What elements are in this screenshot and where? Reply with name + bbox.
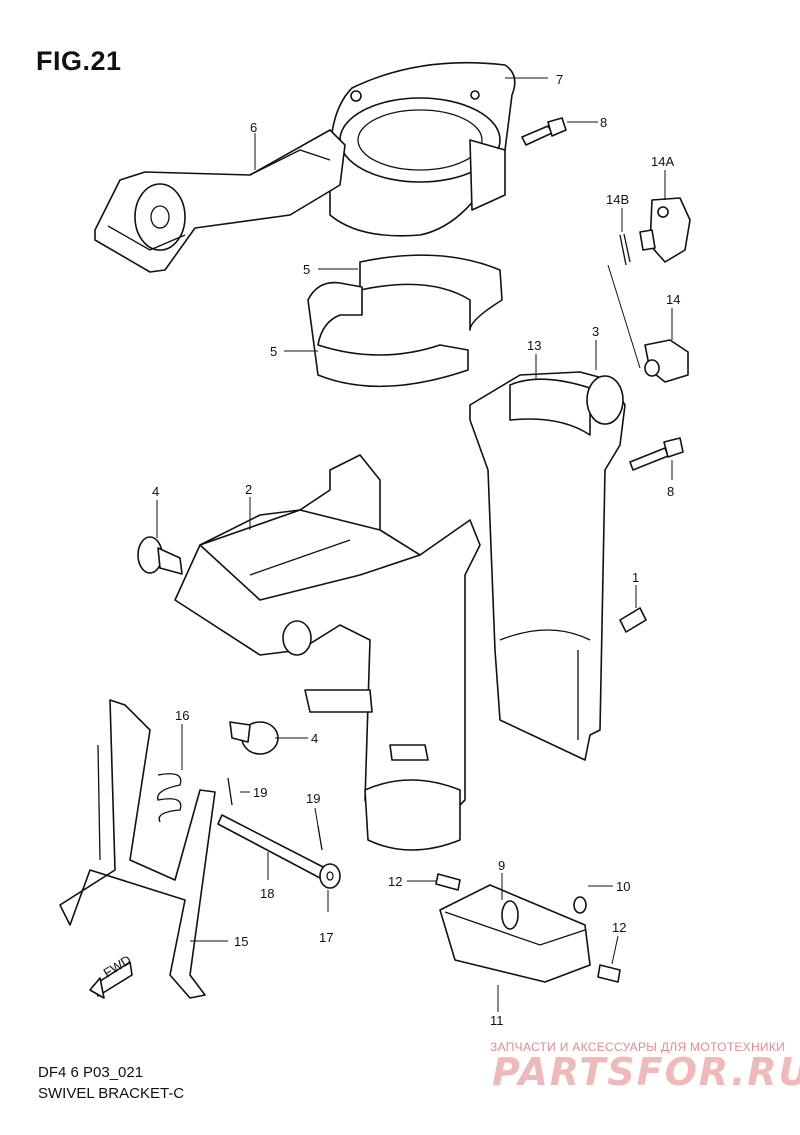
- part-8-bolt-lower: [629, 437, 684, 471]
- callout-1: 1: [632, 570, 639, 585]
- callouts: 7 8 6 5 5 14A 14B 14 3 13 8 4 2 1 4 16 1…: [152, 72, 680, 1028]
- part-18-shaft: [217, 814, 326, 879]
- part-12-bolt-a: [435, 873, 461, 891]
- callout-6: 6: [250, 120, 257, 135]
- part-8-bolt-upper: [521, 117, 567, 146]
- part-17-washer: [319, 863, 341, 889]
- callout-12-a: 12: [388, 874, 402, 889]
- callout-8-upper: 8: [600, 115, 607, 130]
- part-14b-pin: [619, 233, 631, 266]
- part-11-stopper: [439, 884, 591, 983]
- watermark-tagline: ЗАПЧАСТИ И АКСЕССУАРЫ ДЛЯ МОТОТЕХНИКИ: [490, 1040, 786, 1054]
- callout-17: 17: [319, 930, 333, 945]
- callout-11: 11: [490, 1013, 504, 1028]
- callout-13: 13: [527, 338, 541, 353]
- callout-10: 10: [616, 879, 630, 894]
- part-19-pin-b: [317, 825, 323, 851]
- part-16-spring: [157, 773, 182, 823]
- callout-8-lower: 8: [667, 484, 674, 499]
- callout-5-lower: 5: [270, 344, 277, 359]
- diagram-caption: SWIVEL BRACKET-C: [38, 1085, 185, 1102]
- callout-14a: 14A: [651, 154, 674, 169]
- callout-4-lower: 4: [311, 731, 318, 746]
- callout-5-upper: 5: [303, 262, 310, 277]
- watermark-logo: PARTSFOR.RU: [492, 1050, 800, 1094]
- diagram-code: DF4 6 P03_021: [38, 1064, 144, 1081]
- callout-12-b: 12: [612, 920, 626, 935]
- part-19-pin-a: [227, 777, 233, 806]
- fwd-arrow-icon: FWD: [89, 952, 134, 999]
- callout-3: 3: [592, 324, 599, 339]
- part-2-clamp-bracket: [174, 454, 481, 851]
- part-1-grease-nipple: [619, 607, 647, 633]
- leader-lines: [156, 77, 673, 1012]
- callout-15: 15: [234, 934, 248, 949]
- callout-14b: 14B: [606, 192, 629, 207]
- callout-18: 18: [260, 886, 274, 901]
- part-12-bolt-b: [597, 964, 621, 983]
- part-5-liner-lower: [307, 281, 469, 388]
- part-4-pivot-lower: [229, 721, 279, 755]
- part-5-liner-upper: [359, 254, 503, 331]
- part-14a-knob: [639, 197, 691, 263]
- callout-4-upper: 4: [152, 484, 159, 499]
- part-7-clamp-ring: [329, 61, 516, 237]
- callout-16: 16: [175, 708, 189, 723]
- callout-7: 7: [556, 72, 563, 87]
- callout-19-a: 19: [253, 785, 267, 800]
- part-4-pivot-upper: [137, 536, 183, 575]
- part-15-tilt-lever: [59, 699, 216, 999]
- part-14-knob: [644, 339, 689, 383]
- figure-title: FIG.21: [36, 46, 122, 76]
- part-3-swivel-bracket: [469, 371, 626, 761]
- callout-9: 9: [498, 858, 505, 873]
- callout-19-b: 19: [306, 791, 320, 806]
- callout-14: 14: [666, 292, 680, 307]
- part-6-upper-arm: [94, 129, 346, 273]
- callout-2: 2: [245, 482, 252, 497]
